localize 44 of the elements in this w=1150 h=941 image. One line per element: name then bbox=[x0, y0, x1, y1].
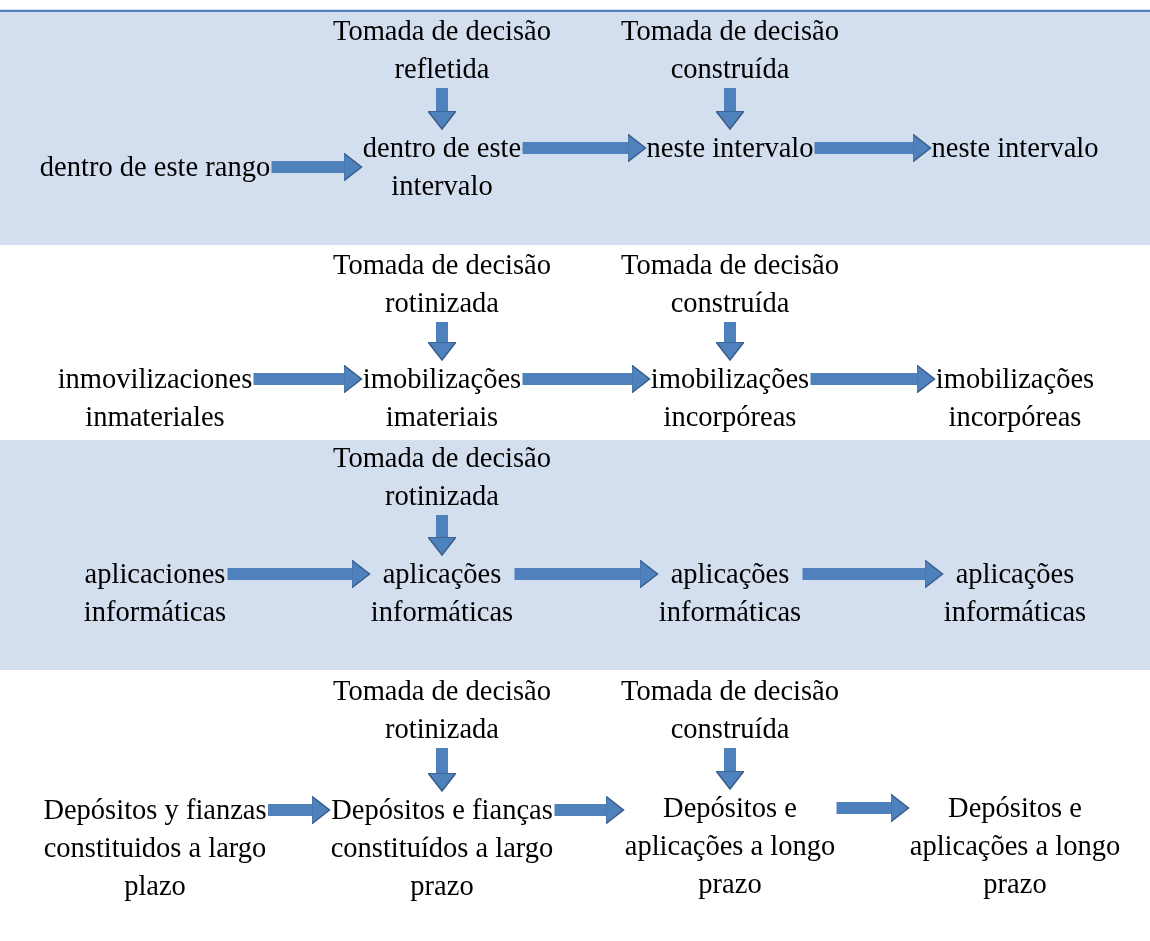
term-label: imobilizações incorpóreas bbox=[649, 360, 811, 436]
block-arrow bbox=[715, 322, 745, 361]
term-label: aplicações informáticas bbox=[657, 555, 803, 631]
block-arrow bbox=[427, 322, 457, 361]
term-label: imobilizações imateriais bbox=[361, 360, 523, 436]
block-arrow bbox=[814, 133, 932, 163]
block-arrow bbox=[427, 515, 457, 556]
block-arrow bbox=[522, 133, 647, 163]
block-arrow bbox=[271, 152, 363, 182]
term-label: neste intervalo bbox=[930, 129, 1100, 167]
term-label: Depósitos y fianzas constituidos a largo plazo bbox=[42, 791, 268, 905]
term-label: dentro de este intervalo bbox=[361, 129, 523, 205]
block-arrow bbox=[522, 364, 651, 394]
term-label: Tomada de decisão rotinizada bbox=[332, 246, 552, 322]
term-label: Depósitos e aplicações a longo prazo bbox=[908, 789, 1122, 903]
term-label: dentro de este rango bbox=[38, 148, 272, 186]
term-label: Tomada de decisão rotinizada bbox=[332, 439, 552, 515]
block-arrow bbox=[554, 795, 625, 825]
term-label: Tomada de decisão rotinizada bbox=[332, 672, 552, 748]
block-arrow bbox=[836, 793, 910, 823]
block-arrow bbox=[802, 559, 944, 589]
term-label: Depósitos e fianças constituídos a largo prazo bbox=[329, 791, 555, 905]
term-label: Tomada de decisão construída bbox=[620, 12, 840, 88]
block-arrow bbox=[427, 88, 457, 130]
block-arrow bbox=[514, 559, 659, 589]
block-arrow bbox=[268, 795, 331, 825]
block-arrow bbox=[227, 559, 371, 589]
term-label: aplicaciones informáticas bbox=[82, 555, 228, 631]
block-arrow bbox=[715, 748, 745, 790]
term-label: Tomada de decisão refletida bbox=[332, 12, 552, 88]
band-background bbox=[0, 440, 1150, 670]
term-label: aplicações informáticas bbox=[942, 555, 1088, 631]
term-label: Tomada de decisão construída bbox=[620, 246, 840, 322]
block-arrow bbox=[810, 364, 936, 394]
term-label: neste intervalo bbox=[645, 129, 815, 167]
block-arrow bbox=[427, 748, 457, 792]
term-label: Tomada de decisão construída bbox=[620, 672, 840, 748]
block-arrow bbox=[715, 88, 745, 130]
term-label: inmovilizaciones inmateriales bbox=[56, 360, 254, 436]
term-label: imobilizações incorpóreas bbox=[934, 360, 1096, 436]
term-label: aplicações informáticas bbox=[369, 555, 515, 631]
block-arrow bbox=[253, 364, 363, 394]
band-background bbox=[0, 12, 1150, 245]
term-label: Depósitos e aplicações a longo prazo bbox=[623, 789, 837, 903]
